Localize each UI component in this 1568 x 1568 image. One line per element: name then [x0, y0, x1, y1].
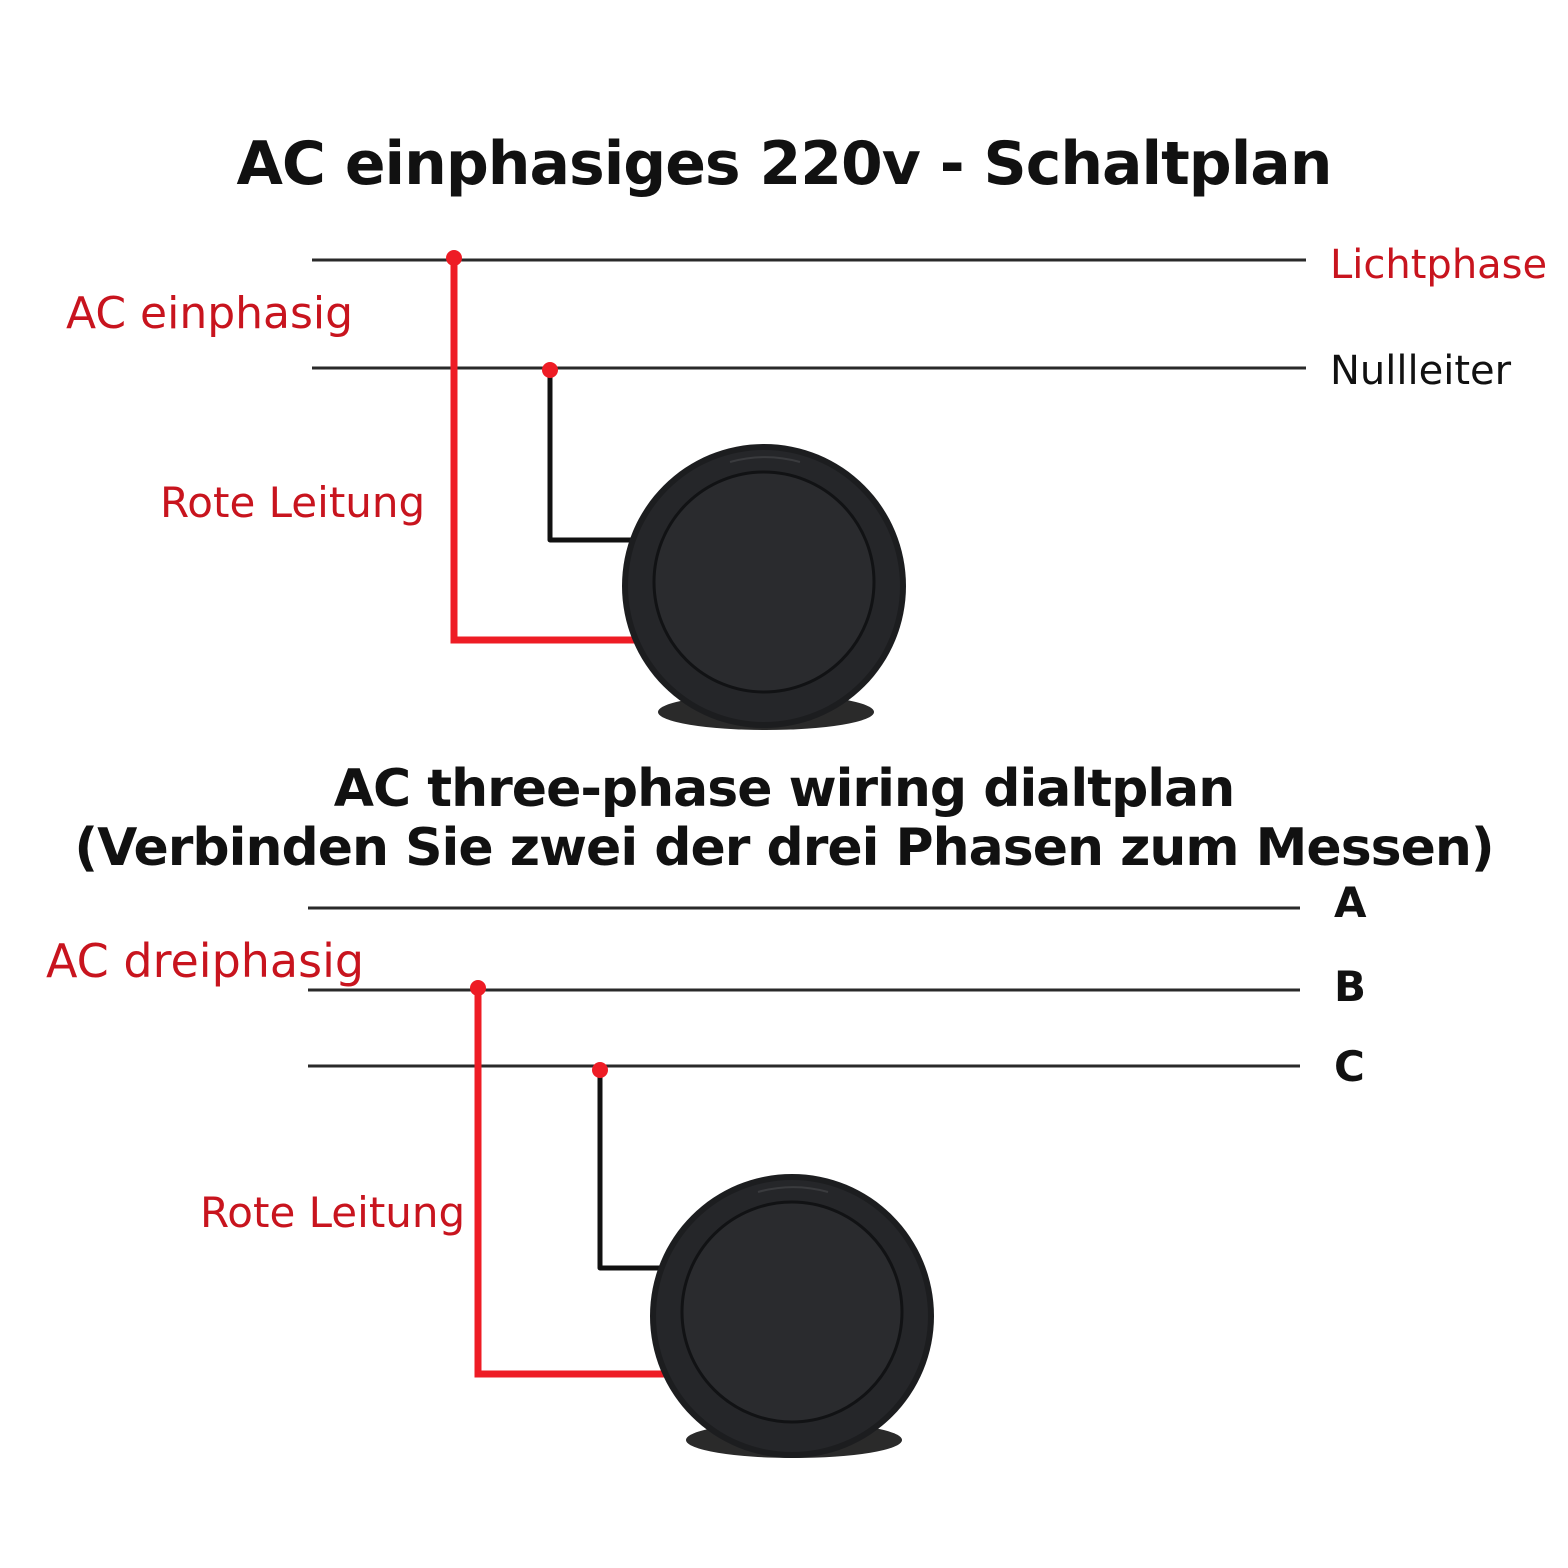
red-wire: [474, 988, 664, 1378]
line-label-c: C: [1334, 1042, 1365, 1091]
single-phase-title: AC einphasiges 220v - Schaltplan: [236, 129, 1333, 199]
round-panel-meter-icon: [622, 444, 906, 730]
line-label-a: A: [1334, 878, 1367, 927]
three-phase-diagram: [308, 906, 1300, 1458]
junction-dot-red: [446, 250, 462, 266]
three-phase-side-label: AC dreiphasig: [46, 934, 365, 988]
line-label-b: B: [1334, 962, 1367, 1011]
single-phase-wire-label: Rote Leitung: [160, 478, 426, 527]
line-label-lichtphase: Lichtphase: [1330, 242, 1548, 288]
junction-dot-red: [470, 980, 486, 996]
junction-dot-black: [592, 1062, 608, 1078]
single-phase-side-label: AC einphasig: [66, 288, 354, 339]
black-wire: [547, 370, 636, 543]
three-phase-title-line2: (Verbinden Sie zwei der drei Phasen zum …: [74, 818, 1494, 878]
red-wire: [450, 258, 640, 644]
junction-dot-black: [542, 362, 558, 378]
single-phase-diagram: [312, 250, 1306, 730]
three-phase-title-line1: AC three-phase wiring dialtplan: [333, 759, 1235, 819]
black-wire: [597, 1070, 660, 1271]
line-label-nullleiter: Nullleiter: [1330, 348, 1512, 394]
round-panel-meter-icon: [650, 1174, 934, 1458]
three-phase-wire-label: Rote Leitung: [200, 1188, 466, 1237]
